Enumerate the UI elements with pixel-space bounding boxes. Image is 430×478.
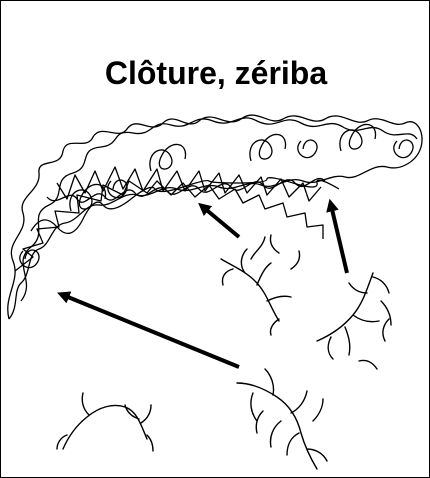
arrow-up-left: [203, 207, 239, 237]
thorn-branch: [221, 235, 300, 335]
thorn-branch: [237, 369, 327, 469]
thorn-branch: [317, 273, 391, 369]
arrow-up: [331, 205, 347, 273]
thorn-branch: [57, 393, 153, 451]
arrow-left: [63, 295, 239, 367]
